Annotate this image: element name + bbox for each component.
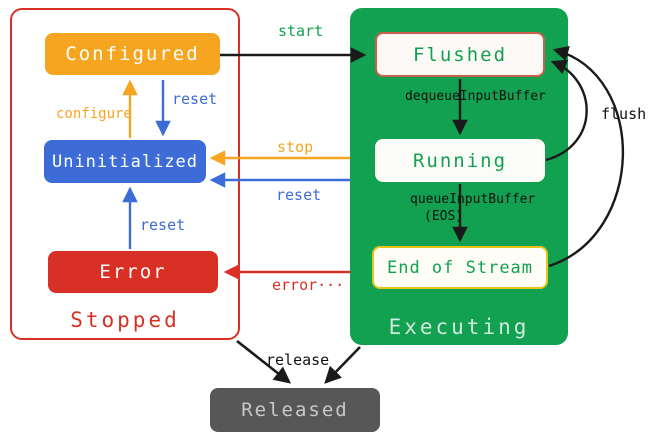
transition-reset-from-executing-label: reset [276, 186, 322, 204]
state-uninitialized: Uninitialized [44, 140, 206, 183]
transition-release-label: release [266, 351, 330, 369]
state-error: Error [48, 251, 218, 293]
state-configured: Configured [45, 33, 220, 75]
executing-group-label: Executing [388, 315, 530, 339]
transition-reset-from-error-label: reset [140, 216, 186, 234]
state-running: Running [375, 139, 545, 182]
transition-error-label: error··· [272, 276, 345, 294]
transition-queue-input-buffer-eos-label: (EOS) [424, 209, 464, 224]
stopped-group-label: Stopped [70, 308, 180, 332]
state-end-of-stream: End of Stream [372, 246, 548, 289]
transition-stop-label: stop [277, 138, 314, 156]
state-flushed: Flushed [375, 32, 545, 77]
state-released: Released [210, 388, 380, 432]
transition-dequeue-input-buffer-label: dequeueInputBuffer [405, 89, 546, 104]
arrow-release-from-executing [324, 346, 361, 384]
transition-reset-from-configured-label: reset [172, 90, 218, 108]
transition-queue-input-buffer-label: queueInputBuffer [410, 192, 536, 207]
transition-start-label: start [278, 22, 324, 40]
transition-flush-label: flush [601, 105, 647, 123]
transition-configure-label: configure [56, 106, 132, 122]
